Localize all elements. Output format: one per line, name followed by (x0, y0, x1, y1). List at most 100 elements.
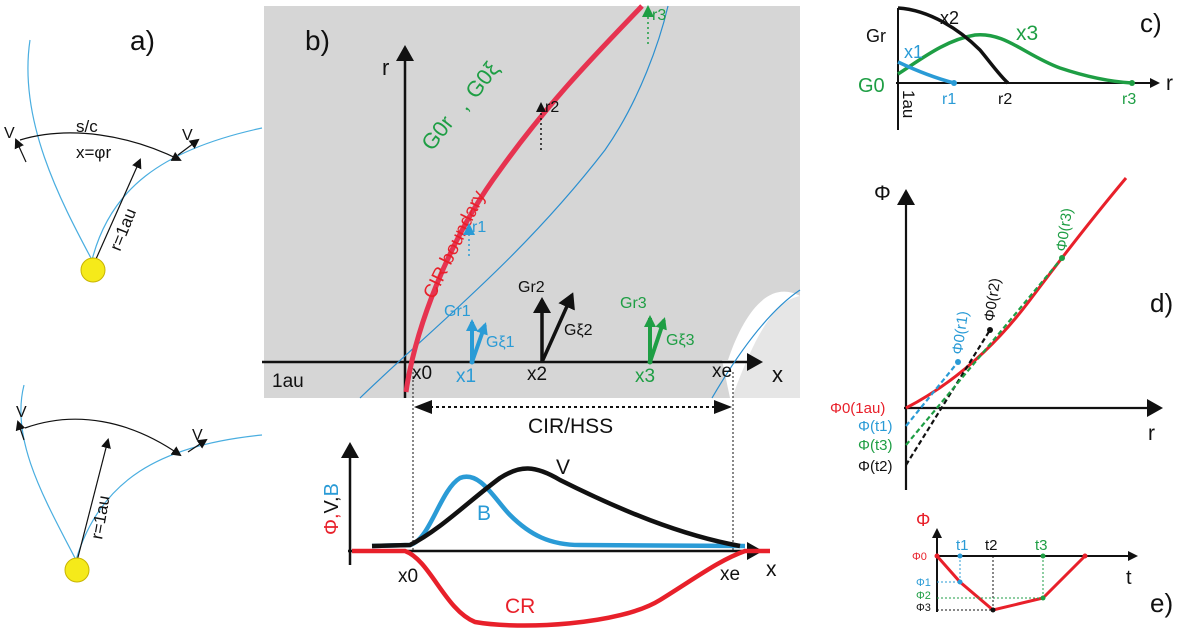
e-t1-top (957, 553, 963, 559)
d-phi0-1au-label: Φ0(1au) (830, 400, 885, 417)
e-t0-point (934, 553, 940, 559)
panel-e-label: e) (1150, 588, 1173, 618)
x1-point (469, 359, 475, 365)
e-end-point (1082, 553, 1088, 559)
c-gr-label: Gr (866, 26, 886, 46)
e-t3-label: t3 (1035, 537, 1048, 554)
d-r-label: r (1148, 422, 1155, 445)
c-au-label: 1au (899, 90, 918, 118)
gxi1-vector (470, 322, 488, 363)
gxi2-label: Gξ2 (564, 322, 593, 339)
c-curve-x2 (897, 6, 1010, 85)
sun-icon (64, 557, 90, 583)
field-line-left (27, 39, 93, 261)
v-left-label-2: V (16, 404, 27, 421)
sc-arc (19, 132, 182, 161)
profile-x0-label: x0 (398, 566, 418, 587)
v-arrow-left-2 (15, 420, 26, 441)
r1-label: r1 (472, 219, 486, 236)
field-line-right (91, 127, 263, 261)
hss-region (732, 296, 800, 398)
d-phi-label: Φ (874, 182, 891, 205)
d-r1-point (955, 359, 961, 365)
panel-b: b) r x CIR boundary G0r , G0ξ r1 r2 r3 G… (262, 4, 801, 552)
v-curve (371, 466, 741, 549)
panel-a: a) V V s/c x=φr r=1au V V r (4, 25, 263, 583)
e-t1-label: t1 (956, 537, 969, 554)
e-phi3-label: Φ3 (916, 602, 931, 614)
e-t3-point (1040, 595, 1046, 601)
v-arrow-left (14, 138, 27, 163)
span-arrowhead-right (714, 400, 732, 414)
d-r2-point (987, 327, 993, 333)
profile-y-label: Φ,V,B (321, 483, 343, 535)
r-eq-label-2: r=1au (87, 494, 113, 541)
d-phi0-r2-label: Φ0(r2) (981, 277, 1004, 323)
panel-d-label: d) (1150, 288, 1173, 318)
e-phi0-label: Φ0 (912, 551, 927, 563)
x3-label: x3 (635, 366, 655, 387)
r-eq-label: r=1au (106, 206, 140, 254)
b-curve-label: B (477, 502, 491, 525)
sun-icon (80, 257, 106, 283)
d-phi0-r3-label: Φ0(r3) (1053, 207, 1076, 253)
cr-curve-label: CR (505, 595, 535, 618)
v-arrow-right (177, 138, 200, 156)
radius-arrow-2 (75, 438, 111, 566)
e-phi1-label: Φ1 (916, 577, 931, 589)
r-axis-label: r (382, 55, 389, 80)
x2-label: x2 (527, 364, 547, 385)
field-line-right-2 (75, 434, 263, 561)
x3-point (647, 359, 653, 365)
c-r1-point (951, 80, 957, 86)
v-right-label-2: V (192, 427, 203, 444)
bottom-arc (24, 418, 182, 457)
v-ylabel: V, (321, 496, 343, 513)
e-t2-label: t2 (985, 537, 998, 554)
panel-c-label: c) (1140, 8, 1162, 38)
d-phi-t1-label: Φ(t1) (858, 418, 892, 435)
d-dashed-t1 (905, 361, 959, 427)
profile-xe-label: xe (720, 564, 740, 585)
panel-a-top-schematic: V V s/c x=φr r=1au (4, 39, 263, 283)
gr3-label: Gr3 (620, 295, 647, 312)
e-t3-top (1040, 553, 1046, 559)
au-label: 1au (272, 371, 304, 392)
c-curve-x3 (897, 33, 1133, 85)
panel-c: c) Gr x1 x2 x3 G0 r 1au r1 r2 r3 (858, 6, 1173, 130)
c-r1-label: r1 (942, 91, 956, 108)
e-t2-point (990, 607, 996, 613)
gxi3-vector (648, 317, 667, 363)
b-ylabel: B (321, 483, 343, 496)
panel-a-bottom-schematic: V V r=1au (15, 384, 263, 583)
r2-label: r2 (545, 99, 559, 116)
field-line-b2 (711, 289, 801, 399)
panel-e: e) Φ t Φ0 Φ1 Φ2 Φ3 t1 t2 t3 (912, 510, 1173, 618)
c-x3-label: x3 (1016, 22, 1038, 45)
c-g0-label: G0 (858, 75, 885, 97)
profile-x-label: x (766, 558, 777, 581)
e-phi-label: Φ (916, 510, 930, 530)
x-eq-label: x=φr (76, 143, 111, 162)
span-arrowhead-left (414, 400, 432, 414)
c-r3-label: r3 (1122, 91, 1136, 108)
d-dashed-t3 (905, 257, 1063, 446)
gr1-label: Gr1 (444, 303, 471, 320)
cir-boundary-curve (403, 4, 644, 393)
r3-label: r3 (652, 7, 666, 24)
xe-label: xe (712, 361, 732, 382)
span-label: CIR/HSS (528, 415, 613, 438)
gxi1-label: Gξ1 (486, 334, 515, 351)
cr-curve (352, 548, 770, 628)
b-curve (371, 474, 746, 549)
x-axis-label: x (772, 362, 783, 387)
panel-b-label: b) (305, 25, 330, 56)
e-t-label: t (1126, 567, 1132, 589)
panel-a-label: a) (130, 25, 155, 56)
panel-d: d) Φ r Φ0(r1) Φ0(r2) Φ0(r3) Φ0(1au) Φ(t1… (830, 177, 1173, 490)
gxi3-label: Gξ3 (666, 332, 695, 349)
d-phi-t2-label: Φ(t2) (858, 458, 892, 475)
x0-label: x0 (412, 363, 432, 384)
e-t1-point (957, 579, 963, 585)
